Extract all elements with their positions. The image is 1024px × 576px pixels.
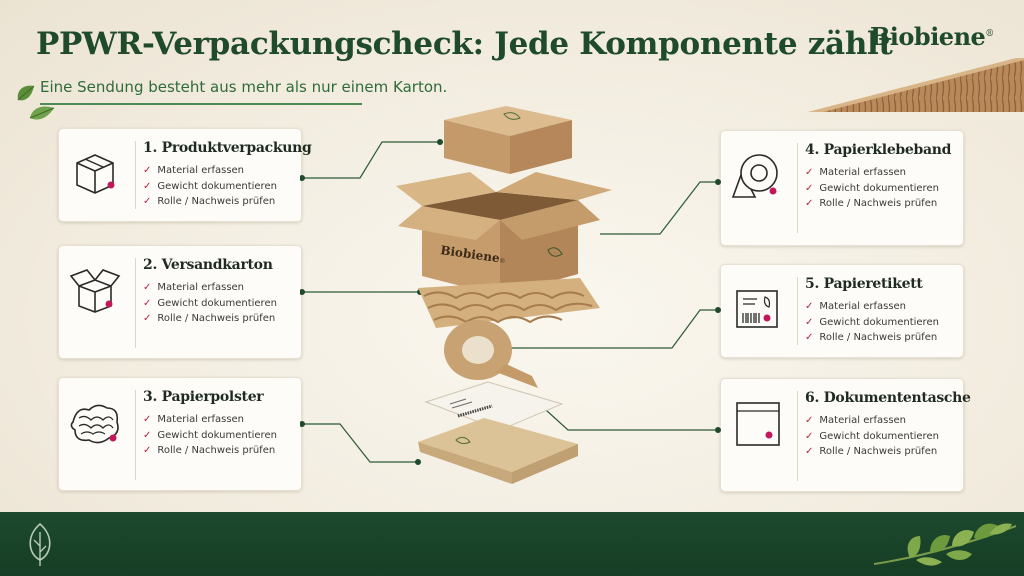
card-divider (135, 141, 136, 209)
leaf-branch-icon (873, 523, 1017, 566)
check-icon: ✓ (805, 182, 814, 194)
leaf-outline-icon (29, 522, 51, 566)
card-divider (797, 391, 798, 481)
leaf-icon (17, 85, 55, 120)
checklist-item: ✓Material erfassen (805, 415, 907, 426)
card-divider (135, 390, 136, 480)
check-icon: ✓ (143, 180, 152, 192)
check-icon: ✓ (143, 313, 152, 324)
checklist-item: ✓Gewicht dokumentieren (143, 297, 277, 309)
connector-dot (715, 427, 721, 433)
page-subtitle: Eine Sendung besteht aus mehr als nur ei… (40, 78, 448, 96)
check-icon: ✓ (805, 332, 814, 343)
check-icon: ✓ (805, 167, 814, 178)
card-papierklebeband: 4. Papierklebeband ✓Material erfassen ✓G… (720, 130, 964, 246)
connector-dot (300, 175, 305, 181)
card-divider (797, 143, 798, 233)
product-box-icon (76, 154, 115, 194)
checklist-item: ✓Material erfassen (805, 301, 907, 312)
check-icon: ✓ (143, 165, 152, 176)
card-produktverpackung: 1. Produktverpackung ✓Material erfassen … (58, 128, 312, 222)
card-title: 2. Versandkarton (143, 257, 273, 273)
checklist-item: ✓Material erfassen (143, 282, 245, 293)
check-icon: ✓ (805, 301, 814, 312)
exploded-shipment-illustration: Biobiene® (300, 106, 721, 484)
card-divider (797, 277, 798, 345)
brand-registered-mark: ® (985, 29, 994, 39)
card-title: 3. Papierpolster (143, 389, 264, 405)
check-icon: ✓ (143, 196, 152, 207)
product-box-illustration (444, 106, 572, 174)
checklist-item: ✓Gewicht dokumentieren (805, 430, 939, 442)
connector-dot (437, 139, 443, 145)
check-icon: ✓ (805, 430, 814, 442)
check-icon: ✓ (143, 297, 152, 309)
checklist-item: ✓Rolle / Nachweis prüfen (805, 446, 938, 457)
card-papierpolster: 3. Papierpolster ✓Material erfassen ✓Gew… (58, 377, 302, 491)
checklist-item: ✓Gewicht dokumentieren (143, 180, 277, 192)
card-title: 5. Papieretikett (805, 276, 923, 292)
checklist: ✓Material erfassen ✓Gewicht dokumentiere… (143, 412, 277, 459)
check-icon: ✓ (143, 282, 152, 293)
connector-dot (300, 421, 305, 427)
check-icon: ✓ (143, 429, 152, 441)
shipping-label-illustration (424, 381, 564, 431)
card-title: 4. Papierklebeband (805, 142, 952, 158)
checklist-item: ✓Gewicht dokumentieren (143, 429, 277, 441)
check-icon: ✓ (805, 198, 814, 209)
checklist-item: ✓Gewicht dokumentieren (805, 182, 939, 194)
checklist: ✓Material erfassen ✓Gewicht dokumentiere… (805, 413, 939, 460)
connector-dot (415, 459, 421, 465)
connector-dot (715, 179, 721, 185)
checklist-item: ✓Rolle / Nachweis prüfen (143, 445, 276, 456)
checklist-item: ✓Gewicht dokumentieren (805, 316, 939, 328)
card-title: 6. Dokumententasche (805, 390, 971, 406)
brand-logo: Biobiene® (870, 22, 994, 51)
checklist-item: ✓Rolle / Nachweis prüfen (805, 332, 938, 343)
checklist: ✓Material erfassen ✓Gewicht dokumentiere… (805, 165, 939, 212)
shipping-box-illustration: Biobiene® (396, 172, 612, 296)
footer-band (0, 512, 1024, 576)
checklist: ✓Material erfassen ✓Gewicht dokumentiere… (805, 299, 939, 346)
connector-dot (715, 307, 721, 313)
subtitle-underline (40, 103, 362, 105)
checklist-item: ✓Rolle / Nachweis prüfen (143, 313, 276, 324)
checklist-item: ✓Material erfassen (143, 414, 245, 425)
card-papieretikett: 5. Papieretikett ✓Material erfassen ✓Gew… (720, 264, 964, 358)
check-icon: ✓ (143, 414, 152, 425)
card-title: 1. Produktverpackung (143, 140, 312, 156)
tape-roll-illustration (444, 320, 538, 388)
check-icon: ✓ (805, 415, 814, 426)
check-icon: ✓ (805, 446, 814, 457)
page-title: PPWR-Verpackungscheck: Jede Komponente z… (36, 26, 893, 62)
card-divider (135, 258, 136, 348)
checklist-item: ✓Rolle / Nachweis prüfen (143, 196, 276, 207)
document-pouch-illustration (418, 418, 578, 484)
open-box-icon (69, 269, 121, 313)
tape-roll-icon (731, 154, 778, 198)
checklist-item: ✓Material erfassen (805, 167, 907, 178)
corrugated-cardboard-corner (780, 58, 1024, 120)
check-icon: ✓ (143, 445, 152, 456)
card-versandkarton: 2. Versandkarton ✓Material erfassen ✓Gew… (58, 245, 302, 359)
brand-name: Biobiene (870, 22, 986, 51)
paper-cushion-illustration (418, 278, 600, 328)
checklist-item: ✓Rolle / Nachweis prüfen (805, 198, 938, 209)
paper-cushion-icon (70, 404, 119, 444)
document-pouch-icon (736, 402, 780, 446)
connector-dot (300, 289, 305, 295)
check-icon: ✓ (805, 316, 814, 328)
checklist-item: ✓Material erfassen (143, 165, 245, 176)
checklist: ✓Material erfassen ✓Gewicht dokumentiere… (143, 280, 277, 327)
card-dokumententasche: 6. Dokumententasche ✓Material erfassen ✓… (720, 378, 971, 492)
label-icon (736, 290, 778, 328)
checklist: ✓Material erfassen ✓Gewicht dokumentiere… (143, 163, 277, 210)
